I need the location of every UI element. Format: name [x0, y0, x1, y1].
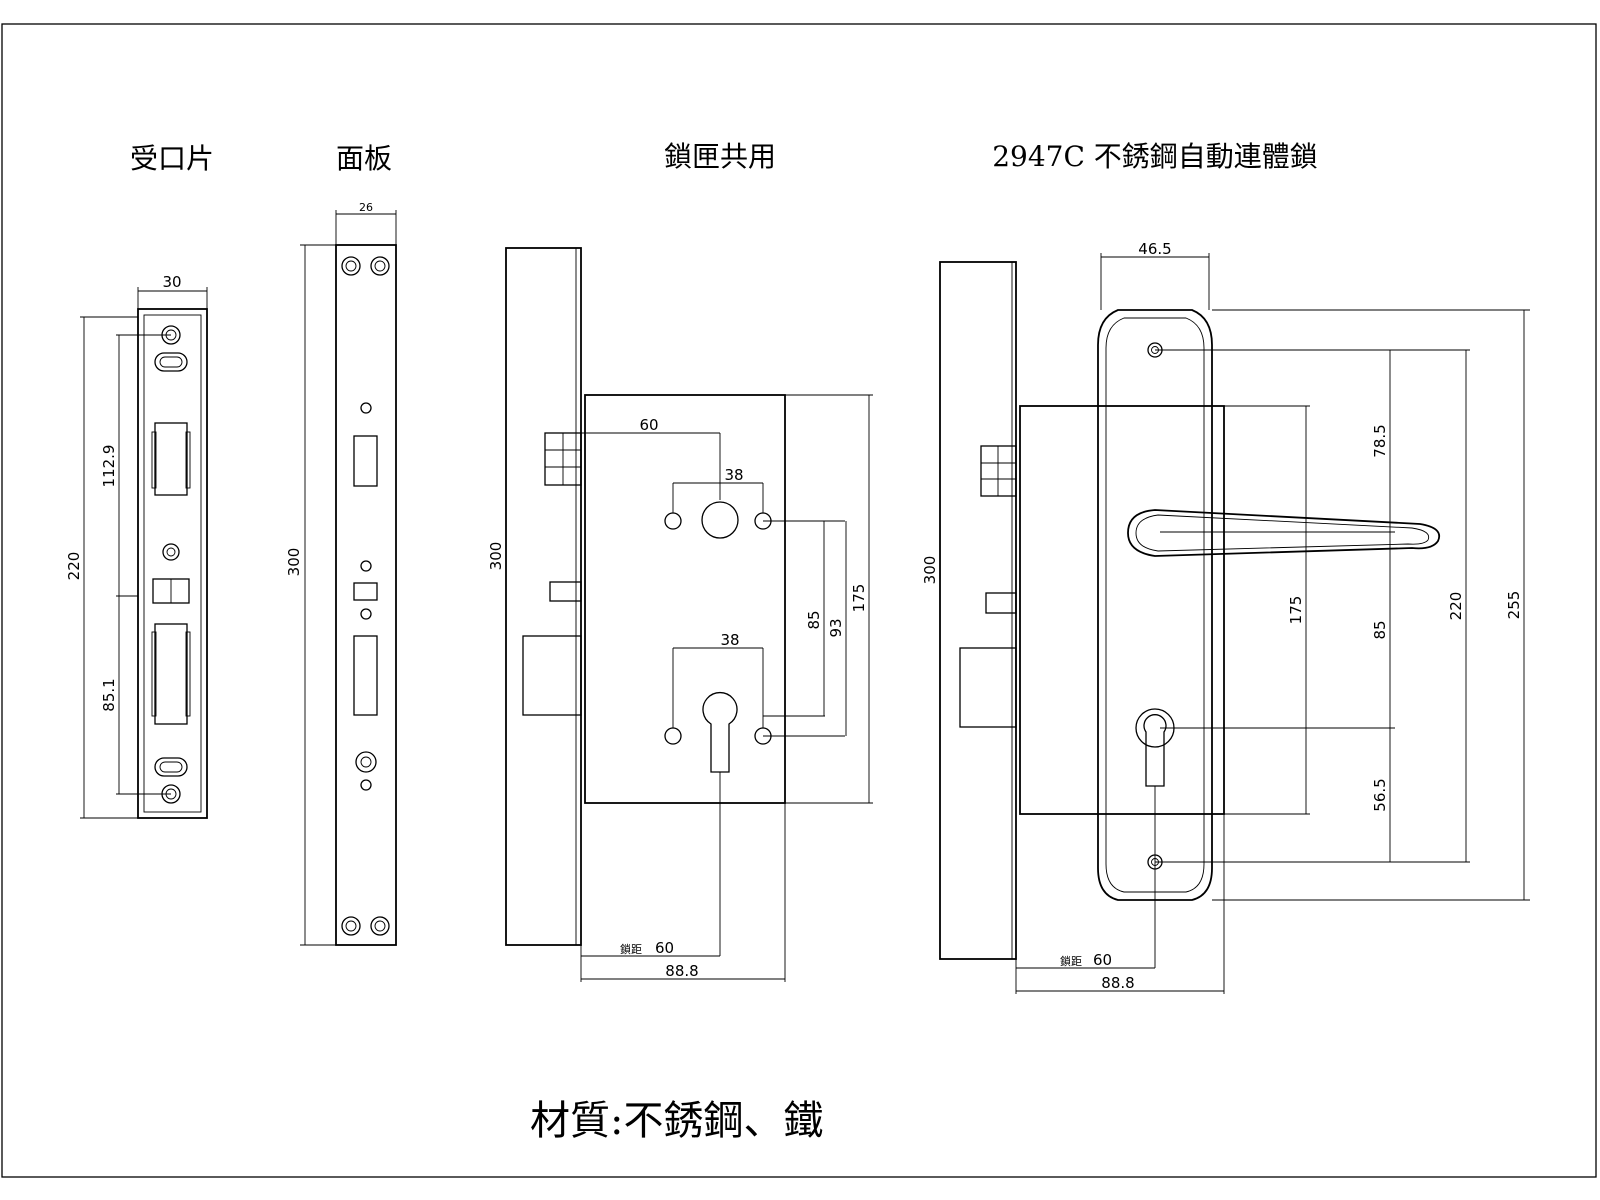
strike-lower-dim: 85.1: [100, 678, 118, 711]
oval-slot: [154, 352, 188, 372]
lockset-deadlatch: [985, 592, 1017, 614]
deadbolt-slot: [353, 582, 378, 601]
lockset-56-5-dim: 56.5: [1371, 778, 1389, 811]
strike-plate-view: 30 220 112.9 85.1: [65, 273, 208, 819]
faceplate-height-dim: 300: [285, 548, 303, 577]
lockset-255-dim: 255: [1505, 591, 1523, 620]
lock-case-title: 鎖匣共用: [664, 140, 776, 173]
faceplate-width-dim: 26: [359, 201, 373, 214]
main-bolt: [522, 635, 582, 716]
lockset-case-body: [1019, 405, 1225, 815]
lockset-depth-dim: 88.8: [1101, 974, 1134, 992]
case-backset-label: 鎖距: [620, 942, 642, 956]
cylinder-hole: [355, 751, 377, 773]
case-height-dim: 300: [487, 542, 505, 571]
bolt-slot: [353, 635, 378, 716]
lockset-backset-label: 鎖距: [1060, 954, 1082, 968]
case-93-dim: 93: [827, 618, 845, 637]
screw-hole: [162, 543, 180, 561]
lock-set-title: 2947C 不銹鋼自動連體鎖: [992, 140, 1318, 173]
lock-front-profile: [505, 247, 582, 946]
faceplate-title: 面板: [336, 142, 392, 175]
deadlatch: [549, 581, 582, 602]
lock-case-body: [584, 394, 786, 804]
latch-opening: [154, 623, 188, 725]
case-backset-dim: 60: [655, 939, 674, 957]
lockset-backset-dim: 60: [1093, 951, 1112, 969]
screw-hole: [370, 916, 390, 936]
lockset-main-bolt: [959, 647, 1017, 728]
screw-hole: [370, 256, 390, 276]
lever-handle: [1127, 509, 1441, 557]
lockset-220-dim: 220: [1447, 592, 1465, 621]
lockset-keyhole: [1143, 714, 1167, 787]
screw-hole: [341, 916, 361, 936]
drawing-border: [1, 23, 1597, 1178]
material-note: 材質:不銹鋼、鐵: [530, 1098, 823, 1144]
lockset-front-profile: [939, 261, 1017, 960]
cylinder-cutout: [702, 691, 738, 773]
case-handle-offset-dim: 60: [639, 416, 658, 434]
lockset-latch-bolt: [980, 445, 1017, 497]
strike-upper-dim: 112.9: [100, 445, 118, 488]
case-175-dim: 175: [850, 584, 868, 613]
strike-plate-outline: [137, 308, 208, 819]
strike-width-dim: 30: [162, 273, 181, 291]
lockset-85-dim: 85: [1371, 620, 1389, 639]
strike-plate-title: 受口片: [130, 142, 214, 175]
oval-slot: [154, 757, 188, 777]
faceplate-outline: [335, 244, 397, 946]
lockset-175-dim: 175: [1287, 596, 1305, 625]
latch-slot: [353, 435, 378, 487]
case-top-spacing-dim: 38: [724, 466, 743, 484]
lock-set-view: 46.5 175 78.5 85 56.5 220 255 300 鎖距 60: [921, 240, 1530, 994]
case-85-dim: 85: [805, 610, 823, 629]
lockset-height-dim: 300: [921, 556, 939, 585]
case-depth-dim: 88.8: [665, 962, 698, 980]
faceplate-view: 26 300: [285, 201, 397, 946]
lock-case-view: 60 38 38 85 93 175 300 鎖距 60 88.8: [487, 247, 873, 982]
spindle-hole: [701, 501, 739, 539]
case-bottom-spacing-dim: 38: [720, 631, 739, 649]
lockset-78-5-dim: 78.5: [1371, 424, 1389, 457]
escutcheon-plate: [1097, 309, 1213, 901]
strike-height-dim: 220: [65, 552, 83, 581]
latch-opening: [154, 422, 188, 496]
plate-width-dim: 46.5: [1138, 240, 1171, 258]
screw-hole: [341, 256, 361, 276]
